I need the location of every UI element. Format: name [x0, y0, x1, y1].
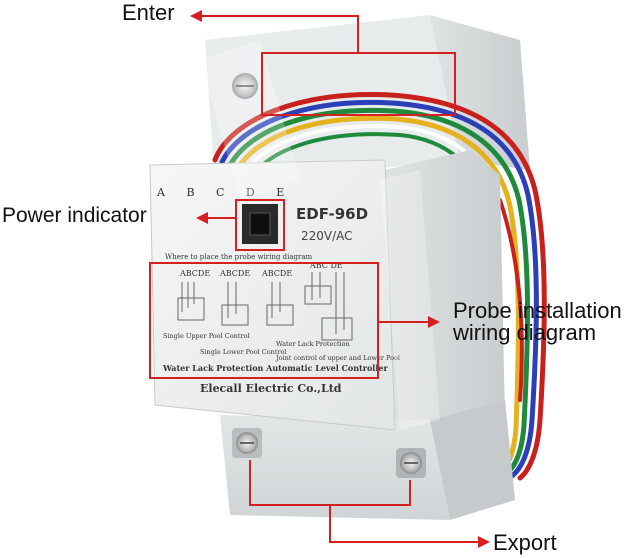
mode-single-upper: Single Upper Pool Control [163, 332, 250, 340]
diagram-letters-4: ABC DE [309, 261, 343, 270]
power-highlight-box [235, 199, 285, 251]
mode-single-lower: Single Lower Pool Control [200, 348, 287, 356]
terminal-letters: A B C D E [156, 186, 293, 199]
power-indicator [242, 204, 278, 244]
voltage-label: 220V/AC [301, 229, 353, 243]
callout-lines [149, 15, 482, 543]
diagram-letters-2: ABCDE [219, 269, 250, 278]
mode-water-lack: Water Lack Protection [276, 340, 350, 348]
base-housing [220, 400, 515, 520]
callout-arrowheads [190, 10, 490, 548]
probe-highlight-box [149, 262, 379, 379]
model-label: EDF-96D [296, 205, 368, 223]
brand-label: Elecall Electric Co.,Ltd [200, 382, 342, 395]
diagram-caption: Where to place the probe wiring diagram [165, 253, 312, 261]
callout-probe-line1: Probe installation [453, 298, 622, 323]
wire-bundle [212, 91, 547, 481]
mode-joint: Joint control of upper and Lower Pool [275, 354, 400, 362]
callout-export: Export [493, 530, 557, 555]
body-side [385, 150, 505, 445]
wiring-diagram: ABCDE ABCDE ABCDE ABC DE Single Upper Po… [163, 261, 400, 362]
callout-enter: Enter [122, 0, 175, 25]
diagram-letters-1: ABCDE [179, 269, 210, 278]
product-line: Water Lack Protection Automatic Level Co… [162, 363, 388, 373]
callout-power-indicator: Power indicator [2, 204, 147, 227]
plastic-wrap [200, 40, 440, 430]
callout-probe-line2: wiring diagram [453, 320, 597, 345]
export-terminals [232, 428, 426, 478]
diagram-letters-3: ABCDE [261, 269, 292, 278]
